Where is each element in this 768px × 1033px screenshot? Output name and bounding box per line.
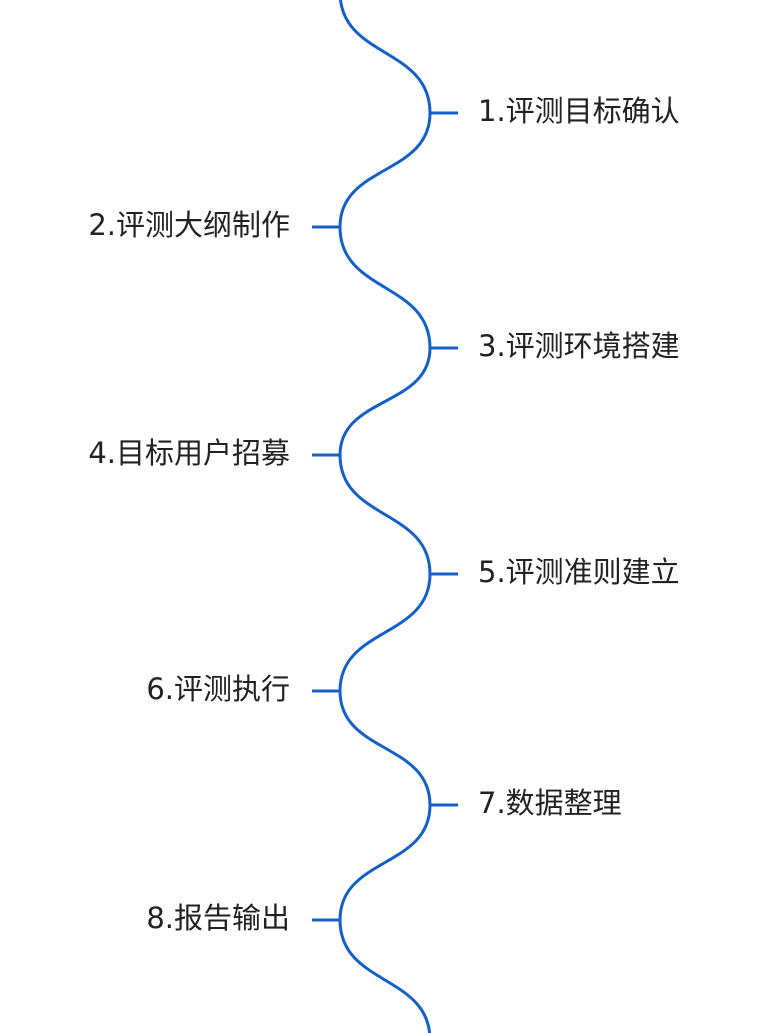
step-label-5: 5.评测准则建立: [478, 555, 680, 589]
step-label-8: 8.报告输出: [146, 901, 290, 935]
step-label-3: 3.评测环境搭建: [478, 329, 680, 363]
timeline-steps: 1.评测目标确认 2.评测大纲制作 3.评测环境搭建 4.目标用户招募 5.评测准则建立…: [88, 94, 679, 935]
step-label-7: 7.数据整理: [478, 786, 622, 820]
step-label-1: 1.评测目标确认: [478, 94, 680, 128]
wavy-timeline-line: [338, 0, 432, 1033]
step-label-2: 2.评测大纲制作: [88, 208, 290, 242]
step-label-6: 6.评测执行: [146, 672, 290, 706]
step-label-4: 4.目标用户招募: [88, 436, 290, 470]
